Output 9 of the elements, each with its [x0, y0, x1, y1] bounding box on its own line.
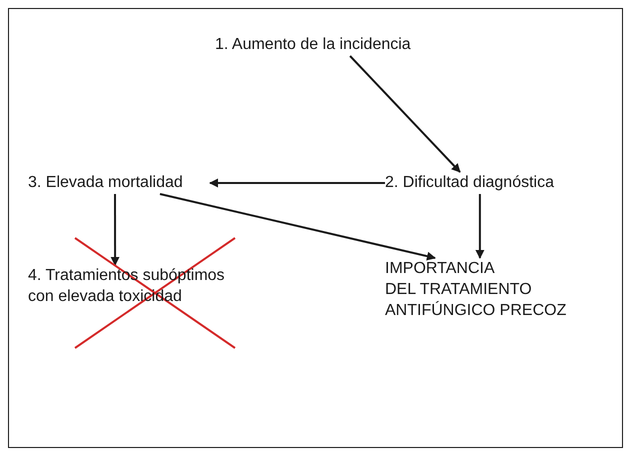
arrow: [209, 178, 385, 188]
arrow: [349, 55, 461, 173]
node-text: 1. Aumento de la incidencia: [215, 35, 412, 55]
node-text: IMPORTANCIA DEL TRATAMIENTO ANTIFÚNGICO PRECOZ: [385, 259, 568, 321]
arrow: [160, 193, 436, 261]
arrow: [475, 194, 484, 259]
node-text: 2. Dificultad diagnóstica: [385, 173, 555, 193]
node-text: 3. Elevada mortalidad: [28, 173, 184, 193]
arrow: [110, 194, 120, 266]
